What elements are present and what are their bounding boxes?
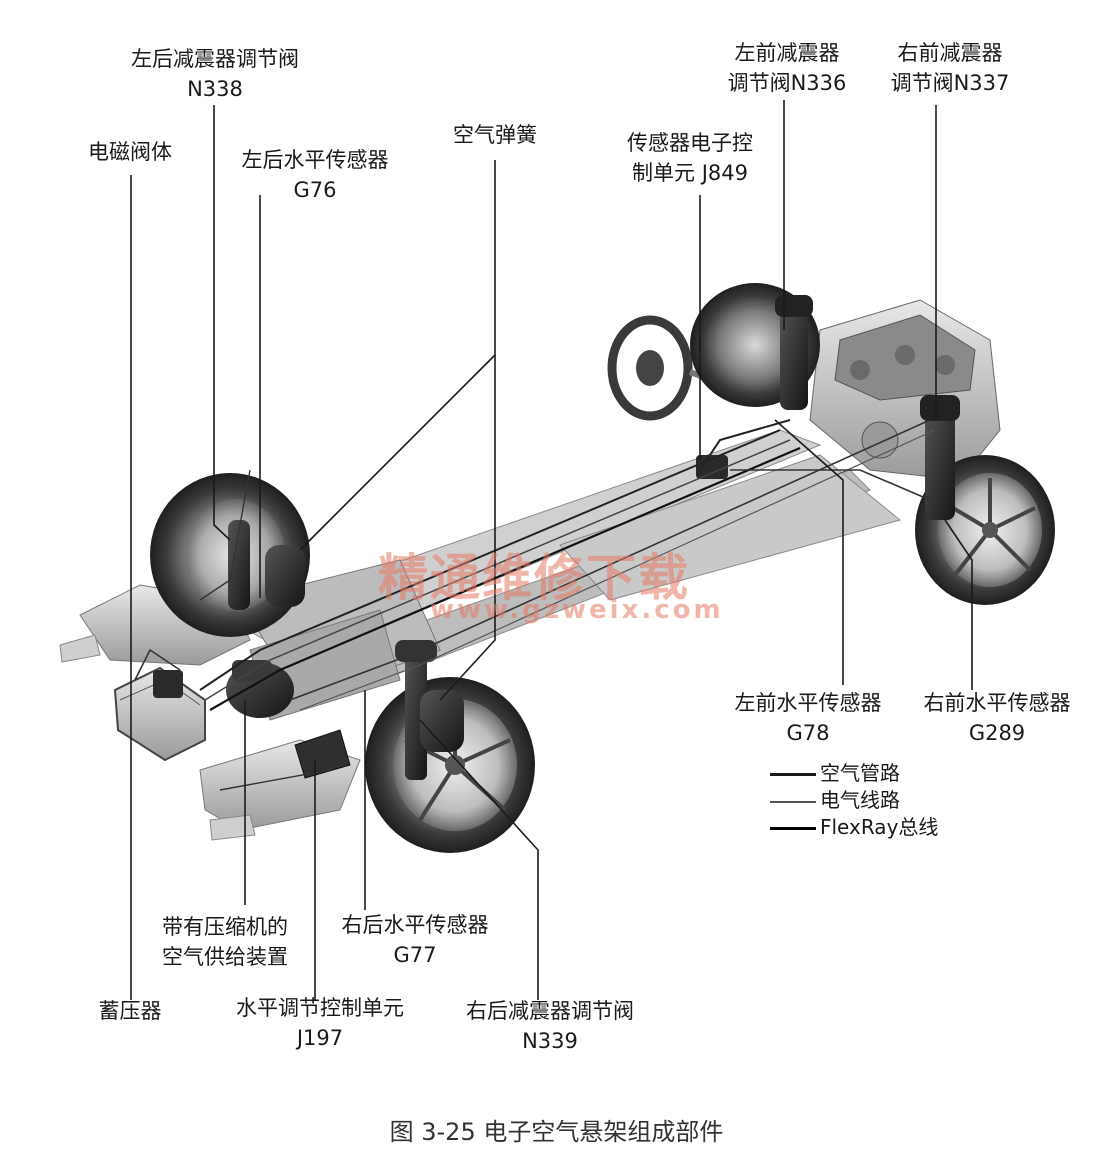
leader-lf-level: [774, 419, 844, 685]
legend-air-line-swatch: [770, 773, 816, 776]
legend-electric-line: 电气线路: [770, 787, 900, 813]
legend-flexray-bus: FlexRay总线: [770, 814, 938, 840]
leader-rr-damper: [419, 719, 539, 1000]
legend-flexray-swatch: [770, 827, 816, 830]
legend-air-line: 空气管路: [770, 760, 900, 786]
watermark-text: 精通维修下载: [378, 548, 690, 607]
label-compressor: 带有压缩机的空气供给装置: [162, 915, 288, 969]
leader-air-spring: [299, 160, 496, 551]
leader-rf-level: [944, 519, 973, 690]
watermark-url: www.gzweix.com: [430, 595, 724, 625]
leader-air-spring-2: [439, 355, 496, 701]
leader-lines: [130, 100, 973, 1000]
piping-and-wiring: [134, 419, 936, 791]
front-right-strut: [920, 395, 960, 520]
air-spring-component: [265, 545, 464, 752]
level-ecu-component: [294, 729, 351, 779]
label-rf-damper: 右前减震器调节阀N337: [890, 41, 1010, 95]
legend-electric-line-swatch: [770, 800, 816, 803]
label-lf-damper: 左前减震器调节阀N336: [727, 41, 847, 95]
front-left-strut: [775, 295, 813, 410]
rear-left-strut: [228, 520, 250, 610]
label-accumulator: 蓄压器: [98, 999, 162, 1023]
leader-lr-damper: [213, 105, 231, 541]
label-air-spring: 空气弹簧: [453, 123, 537, 147]
label-solenoid-block: 电磁阀体: [88, 140, 172, 164]
engine-block: [809, 299, 1001, 481]
sensor-ecu-component: [696, 455, 728, 479]
solenoid-valve-block-component: [153, 670, 183, 698]
label-sensor-ecu: 传感器电子控制单元 J849: [627, 131, 753, 185]
figure-caption: 图 3-25 电子空气悬架组成部件: [389, 1118, 724, 1146]
